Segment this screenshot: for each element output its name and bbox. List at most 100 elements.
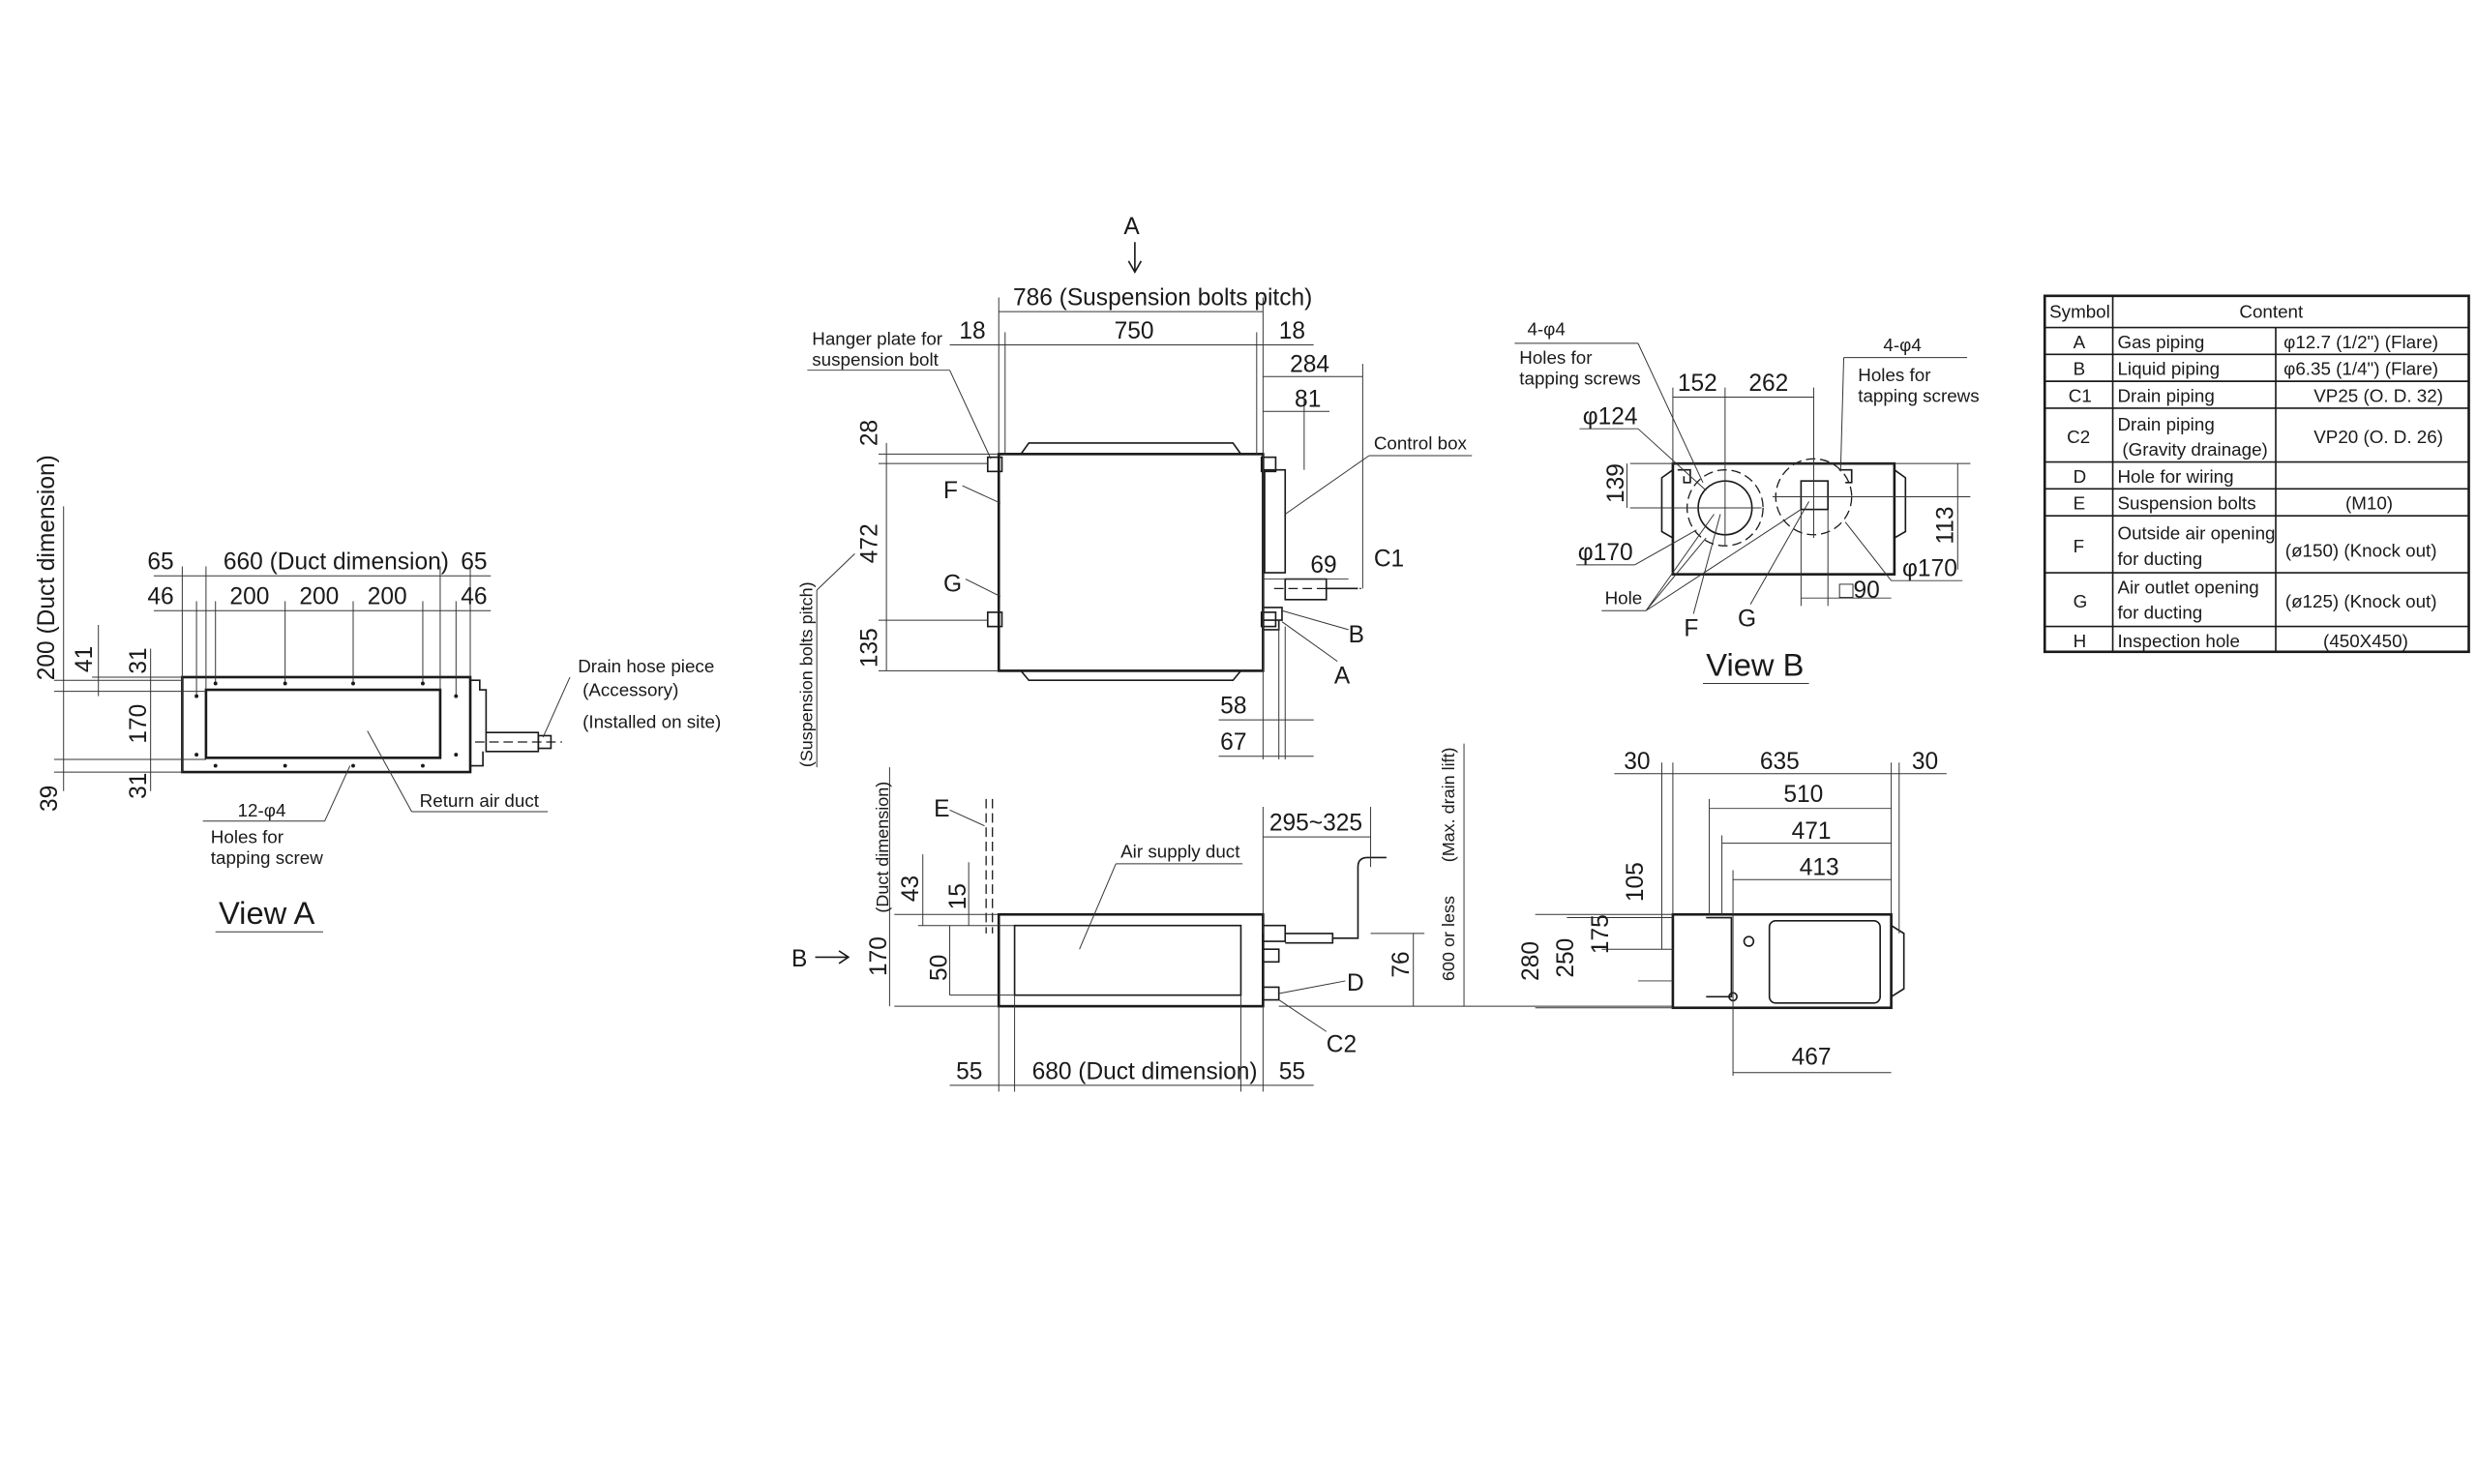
extension-lines <box>878 297 1363 759</box>
arrow-down-icon <box>1127 242 1143 274</box>
drain-port <box>1743 935 1755 947</box>
row-name: Drain piping <box>2117 385 2214 405</box>
view-a: 65 660 (Duct dimension) 65 46 200 200 20… <box>34 455 721 933</box>
label-e: E <box>934 796 949 822</box>
table-row: B Liquid piping φ6.35 (1/4") (Flare) <box>2074 359 2438 379</box>
max-drain-lift-label: (Max. drain lift) <box>1439 747 1458 862</box>
dim-262: 262 <box>1748 371 1788 397</box>
dim-55-right: 55 <box>1279 1058 1305 1084</box>
drain-pipe <box>1263 856 1387 944</box>
leader-line <box>1634 529 1697 566</box>
dim-28: 28 <box>856 420 882 446</box>
row-spec: (ø150) (Knock out) <box>2285 541 2437 561</box>
leader-line <box>949 809 985 827</box>
dim-413: 413 <box>1800 854 1839 880</box>
leader-line <box>1645 509 1802 611</box>
dim-18-left: 18 <box>959 318 985 344</box>
extension-lines <box>1535 762 1900 1077</box>
duct-dimension-label: (Duct dimension) <box>873 782 892 913</box>
drain-hose-label: (Accessory) <box>582 680 678 700</box>
dim-200: 200 <box>368 584 407 610</box>
row-symbol: B <box>2074 359 2086 379</box>
row-name: Inspection hole <box>2117 631 2239 651</box>
label-d: D <box>1347 970 1364 996</box>
dim-660-duct: 660 (Duct dimension) <box>224 549 449 576</box>
arrow-right-icon <box>815 950 851 965</box>
dim-280: 280 <box>1518 941 1544 981</box>
dim-69: 69 <box>1310 552 1336 579</box>
view-b-title: View B <box>1706 646 1804 682</box>
leader-line <box>965 579 1001 597</box>
label-c1: C1 <box>1374 546 1404 572</box>
unit-outline-side <box>1671 912 1893 1010</box>
dim-152: 152 <box>1678 371 1717 397</box>
table-row: C2 Drain piping (Gravity drainage) VP20 … <box>2067 414 2443 460</box>
leader-line <box>324 765 351 821</box>
dim-58: 58 <box>1220 694 1246 720</box>
dim-200: 200 <box>229 584 269 610</box>
leader-line <box>1278 980 1346 994</box>
leader-line <box>962 485 1001 504</box>
left-holes-count: 4-φ4 <box>1527 319 1565 340</box>
hanger-plate-label: suspension bolt <box>812 349 939 370</box>
view-a-arrow-label: A <box>1123 214 1140 240</box>
row-name-2: for ducting <box>2117 549 2202 569</box>
leader-line <box>816 553 855 591</box>
holes-label: Holes for <box>211 827 284 847</box>
air-outlet-opening-g <box>1800 480 1830 511</box>
right-holes-count: 4-φ4 <box>1883 335 1921 355</box>
row-name-2: for ducting <box>2117 602 2202 622</box>
label-c2: C2 <box>1327 1032 1357 1058</box>
unit-outline-top <box>997 453 1265 672</box>
extension-lines <box>53 506 471 791</box>
table-row: G Air outlet opening for ducting (ø125) … <box>2074 577 2437 622</box>
dim-170: 170 <box>866 936 892 976</box>
dim-55-left: 55 <box>956 1058 982 1084</box>
dim-18-right: 18 <box>1279 318 1305 344</box>
dim-50: 50 <box>926 955 952 981</box>
row-symbol: H <box>2074 631 2087 651</box>
row-name: Suspension bolts <box>2117 493 2255 514</box>
suspension-pitch-label: (Suspension bolts pitch) <box>796 581 816 767</box>
dim-135: 135 <box>856 628 882 668</box>
pipe-connections <box>1263 948 1280 1001</box>
row-spec: (450X450) <box>2323 631 2408 651</box>
label-f: F <box>943 478 958 504</box>
dim-170: 170 <box>126 704 152 744</box>
extension-lines <box>1626 387 1971 607</box>
dim-76: 76 <box>1388 951 1415 977</box>
table-row: A Gas piping φ12.7 (1/2") (Flare) <box>2074 332 2438 352</box>
label-b: B <box>1349 622 1364 648</box>
dim-31-bottom: 31 <box>126 773 152 799</box>
row-symbol: D <box>2074 466 2087 487</box>
left-holes-label: Holes for <box>1519 347 1592 368</box>
dim-46-left: 46 <box>147 584 173 610</box>
dim-113: 113 <box>1932 506 1958 544</box>
row-spec: VP25 (O. D. 32) <box>2313 385 2443 405</box>
front-view: E 295~325 Air supply duct (Duct dimensio… <box>791 743 1673 1092</box>
leader-line <box>1079 863 1117 950</box>
row-name: Air outlet opening <box>2117 577 2258 597</box>
drain-hose-label: (Installed on site) <box>582 711 721 731</box>
dim-46-right: 46 <box>461 584 487 610</box>
table-grid <box>2044 295 2469 652</box>
dim-105: 105 <box>1623 862 1649 902</box>
air-supply-duct-opening <box>1013 924 1242 996</box>
square-90: □90 <box>1839 578 1880 604</box>
side-brackets <box>1660 469 1907 539</box>
pipe-connections <box>1263 607 1283 631</box>
row-name: Outside air opening <box>2117 523 2275 544</box>
unit-outline-front <box>997 912 1265 1008</box>
row-symbol: C2 <box>2067 427 2090 447</box>
row-spec: φ6.35 (1/4") (Flare) <box>2283 359 2438 379</box>
row-spec: VP20 (O. D. 26) <box>2313 427 2443 447</box>
dia-170-right: φ170 <box>1902 555 1957 581</box>
dim-510: 510 <box>1783 782 1823 808</box>
dim-200: 200 <box>299 584 339 610</box>
dim-786: 786 (Suspension bolts pitch) <box>1013 285 1312 312</box>
dim-43: 43 <box>898 876 924 902</box>
holes-label: tapping screw <box>211 847 323 868</box>
leader-line <box>1278 999 1328 1032</box>
leader-line <box>1637 342 1704 484</box>
